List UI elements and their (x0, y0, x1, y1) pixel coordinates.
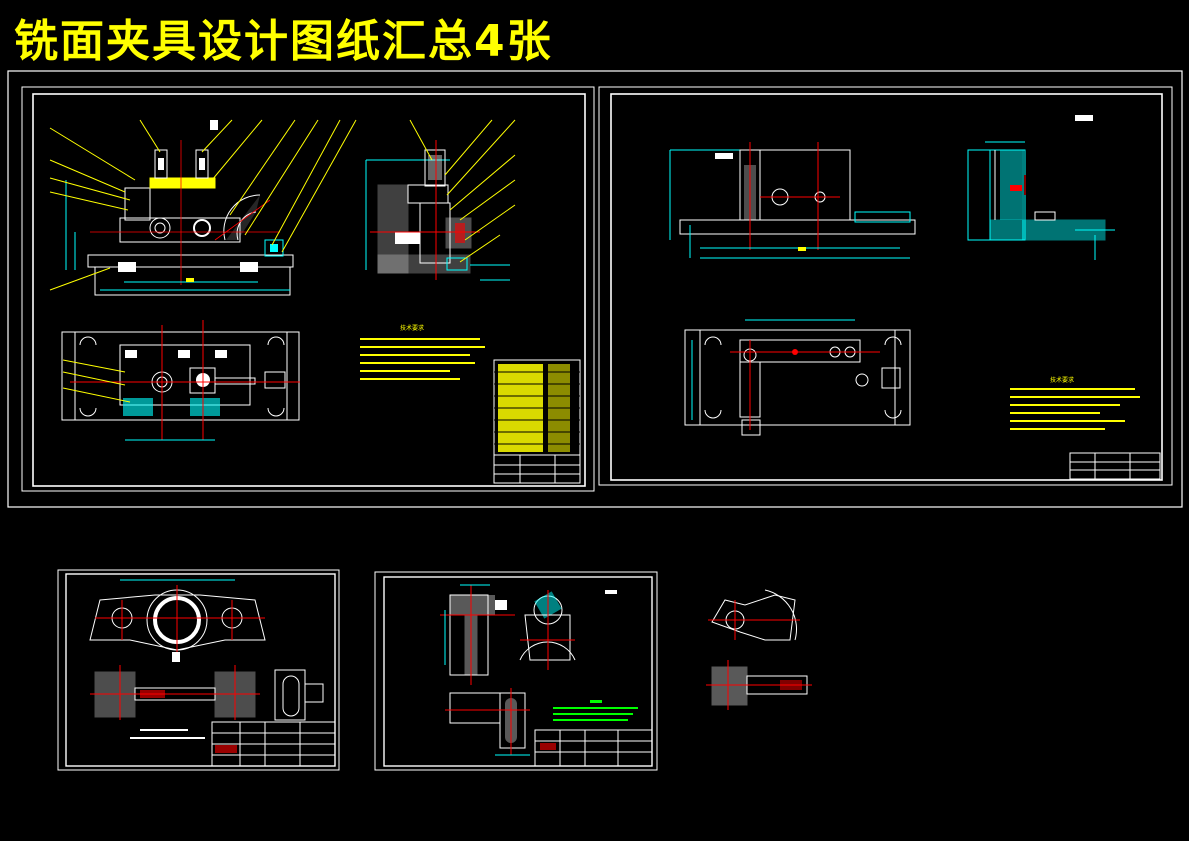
assembly-side-view (365, 119, 516, 281)
assembly-technical-notes: 技术要求 (360, 324, 485, 380)
part1-top-view (89, 579, 266, 655)
page-title: 铣面夹具设计图纸汇总4张 (14, 16, 553, 67)
assembly-front-view (49, 119, 357, 296)
base-front-view (669, 142, 916, 259)
loose-part-sketch (706, 589, 812, 710)
sheet-clamp-part-2[interactable] (374, 571, 658, 771)
part1-front-view (90, 652, 324, 721)
notes-heading-2: 技术要求 (1050, 376, 1074, 384)
sheet-assembly[interactable]: 技术要求 (21, 86, 595, 492)
base-side-view (967, 141, 1115, 260)
assembly-title-block (493, 359, 581, 484)
base-technical-notes: 技术要求 (1010, 376, 1140, 430)
part2-bolt-view (445, 688, 530, 756)
base-title-block (1069, 115, 1161, 480)
notes-heading: 技术要求 (400, 324, 424, 332)
part2-title-block (534, 729, 653, 767)
sheet-clamp-part-1[interactable] (57, 569, 340, 771)
assembly-top-view (61, 320, 300, 441)
outer-frame (7, 70, 1183, 508)
base-top-view (684, 319, 911, 436)
sheet-base[interactable]: 技术要求 (598, 86, 1173, 486)
part1-title-block (130, 721, 336, 767)
part2-sections (440, 584, 617, 685)
part2-notes (553, 700, 638, 721)
